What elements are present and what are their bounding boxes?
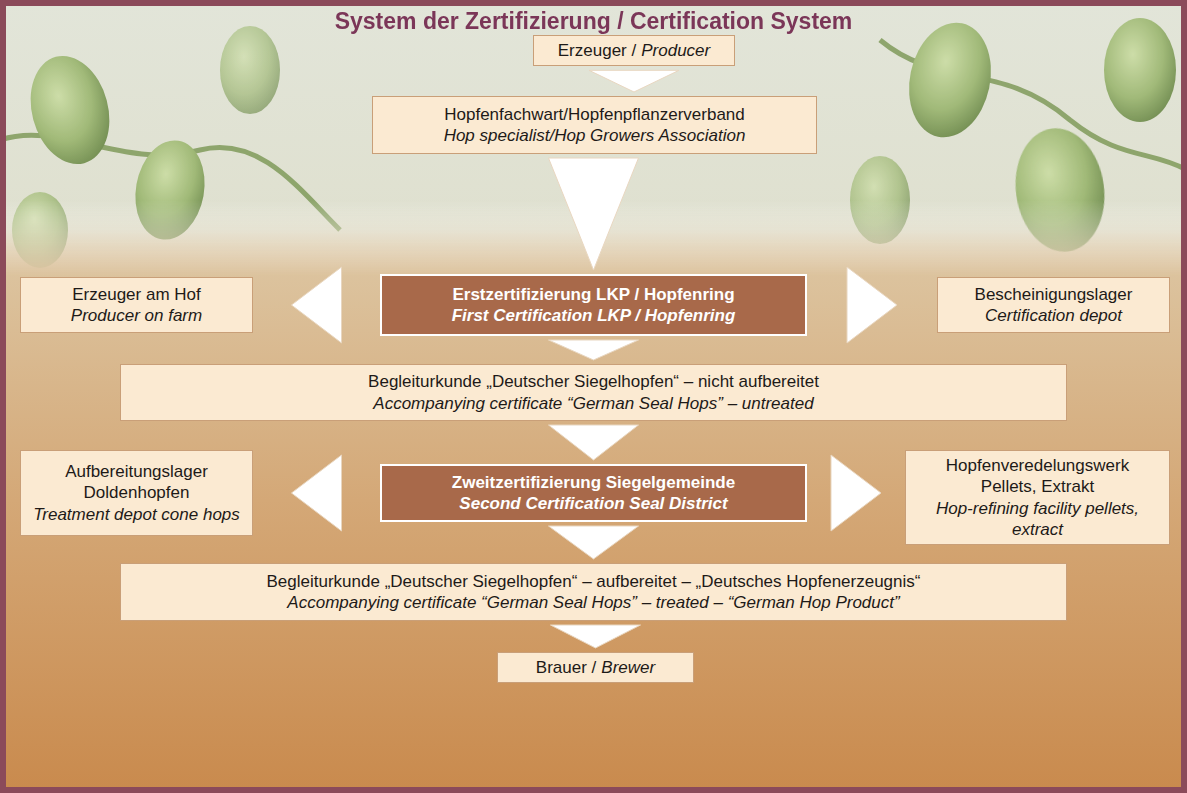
- english-label: Treatment depot cone hops: [33, 504, 240, 525]
- process-box: Hopfenfachwart/HopfenpflanzerverbandHop …: [372, 96, 817, 154]
- german-label: Erzeuger am Hof: [72, 284, 201, 305]
- german-label: Hopfenfachwart/Hopfenpflanzerverband: [444, 104, 745, 125]
- process-box: Begleiturkunde „Deutscher Siegelhopfen“ …: [120, 364, 1067, 421]
- process-box: BescheinigungslagerCertification depot: [937, 277, 1170, 333]
- german-label: Erzeuger /: [558, 40, 636, 61]
- english-label: First Certification LKP / Hopfenring: [452, 305, 736, 326]
- german-label: Aufbereitungslager Doldenhopfen: [31, 461, 242, 504]
- german-label: Hopfenveredelungswerk Pellets, Extrakt: [916, 455, 1159, 498]
- english-label: Hop-refining facility pellets, extract: [916, 498, 1159, 541]
- german-label: Brauer /: [536, 657, 596, 678]
- german-label: Begleiturkunde „Deutscher Siegelhopfen“ …: [267, 571, 921, 592]
- diagram-title: System der Zertifizierung / Certificatio…: [0, 8, 1187, 35]
- german-label: Zweitzertifizierung Siegelgemeinde: [452, 472, 735, 493]
- flow-arrow: [549, 158, 639, 270]
- german-label: Begleiturkunde „Deutscher Siegelhopfen“ …: [368, 371, 819, 392]
- certification-box: Zweitzertifizierung SiegelgemeindeSecond…: [380, 464, 807, 522]
- flow-arrow: [589, 70, 679, 92]
- flow-arrow: [551, 625, 641, 648]
- english-label: Certification depot: [985, 305, 1122, 326]
- flow-arrow: [549, 340, 639, 360]
- german-label: Bescheinigungslager: [975, 284, 1133, 305]
- certification-box: Erstzertifizierung LKP / HopfenringFirst…: [380, 274, 807, 336]
- process-box: Erzeuger /Producer: [533, 35, 735, 66]
- english-label: Producer: [641, 40, 710, 61]
- process-box: Erzeuger am HofProducer on farm: [20, 277, 253, 333]
- english-label: Hop specialist/Hop Growers Association: [444, 125, 746, 146]
- process-box: Hopfenveredelungswerk Pellets, ExtraktHo…: [905, 450, 1170, 545]
- flow-arrow: [847, 267, 897, 343]
- german-label: Erstzertifizierung LKP / Hopfenring: [452, 284, 734, 305]
- flow-arrow: [292, 267, 342, 343]
- english-label: Brewer: [601, 657, 655, 678]
- process-box: Begleiturkunde „Deutscher Siegelhopfen“ …: [120, 563, 1067, 621]
- english-label: Second Certification Seal District: [459, 493, 727, 514]
- flow-arrow: [549, 425, 639, 460]
- flow-arrow: [549, 526, 639, 559]
- english-label: Producer on farm: [71, 305, 202, 326]
- english-label: Accompanying certificate “German Seal Ho…: [373, 393, 813, 414]
- process-box: Brauer /Brewer: [497, 652, 694, 683]
- english-label: Accompanying certificate “German Seal Ho…: [287, 592, 899, 613]
- process-box: Aufbereitungslager DoldenhopfenTreatment…: [20, 450, 253, 536]
- flow-arrow: [831, 455, 881, 531]
- flow-arrow: [292, 455, 342, 531]
